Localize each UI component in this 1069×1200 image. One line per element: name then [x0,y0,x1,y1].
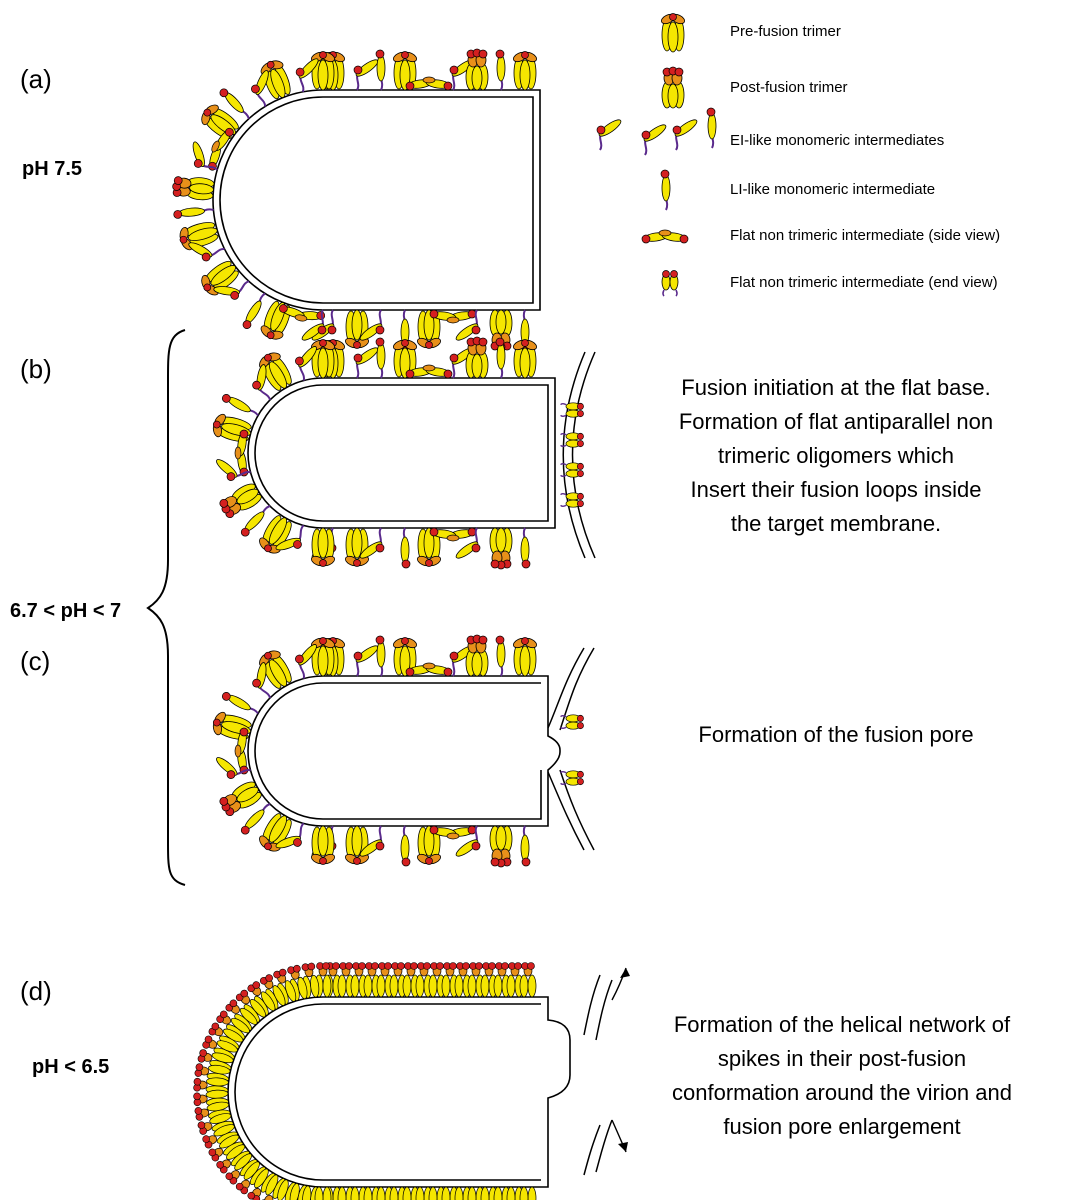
panel-label-a: (a) [20,64,52,94]
spike-ei [354,643,380,676]
description-b: Fusion initiation at the flat base. Form… [679,375,993,536]
post-fusion-trimer-icon [662,67,684,108]
description-d-line-4: fusion pore enlargement [723,1114,960,1139]
spike-li [221,392,260,420]
virion-d [193,962,630,1200]
spike-postsmall [520,963,536,998]
description-b-line-1: Fusion initiation at the flat base. [681,375,990,400]
spike-li [521,528,530,568]
ph-label-a: pH 7.5 [22,158,82,180]
spike-li [401,826,410,866]
spike-pre [209,709,254,744]
description-d-line-3: conformation around the virion and [672,1080,1012,1105]
legend-label-post-fusion: Post-fusion trimer [730,79,848,96]
spike-ei [354,345,380,378]
flat-side-view-icon [642,230,688,243]
ph-range-brace [148,330,185,885]
spike-li [496,636,505,676]
target-membrane-b [563,352,595,558]
spike-pre [310,338,336,378]
spike-ei [354,57,380,90]
spike-post [466,49,488,90]
spike-post [172,175,215,201]
spike-li [401,528,410,568]
legend-label-ei-like: EI-like monomeric intermediates [730,132,944,149]
ph-label-bc: 6.7 < pH < 7 [10,600,121,622]
spike-li [376,338,385,378]
spike-post [490,528,512,569]
spike-li [521,826,530,866]
description-d: Formation of the helical network of spik… [672,1012,1012,1139]
virion-b [209,337,595,569]
li-like-monomer-icon [661,170,670,210]
spike-pre [512,338,538,378]
spike-pre [512,50,538,90]
legend-label-flat-end: Flat non trimeric intermediate (end view… [730,274,998,291]
ei-like-monomer-icon [597,108,716,155]
spike-li [173,206,214,219]
spike-li [496,338,505,378]
spike-li [221,690,260,718]
target-membrane-d [584,975,612,1175]
spike-post [466,635,488,676]
description-c: Formation of the fusion pore [698,722,973,747]
spike-postsmall [315,1187,331,1200]
description-d-line-2: spikes in their post-fusion [718,1046,966,1071]
description-b-line-3: trimeric oligomers which [718,443,954,468]
pre-fusion-trimer-icon [660,12,686,52]
spike-pre [344,528,370,568]
spike-pre [310,50,336,90]
spike-pre [344,826,370,866]
spike-post [490,826,512,867]
virion-a [172,49,540,351]
legend-label-li-like: LI-like monomeric intermediate [730,181,935,198]
virion-c [209,635,594,867]
spike-flat-end-base [561,403,584,417]
description-b-line-5: the target membrane. [731,511,941,536]
flat-end-view-icon [662,271,678,297]
legend: Pre-fusion trimer Post-fusion trimer EI-… [597,12,1000,296]
spike-pre [209,411,254,446]
spike-pre [310,636,336,676]
panel-label-d: (d) [20,976,52,1006]
legend-label-flat-side: Flat non trimeric intermediate (side vie… [730,227,1000,244]
spike-pre [344,310,370,350]
description-b-line-2: Formation of flat antiparallel non [679,409,993,434]
legend-label-pre-fusion: Pre-fusion trimer [730,23,841,40]
description-b-line-4: Insert their fusion loops inside [690,477,981,502]
spike-postsmall [520,1187,536,1200]
spike-post [466,337,488,378]
panel-label-c: (c) [20,646,50,676]
spike-flat-end-base [561,493,584,507]
spike-pre [310,826,336,866]
spike-li [376,636,385,676]
panel-label-b: (b) [20,354,52,384]
spike-li [496,50,505,90]
spike-pre [512,636,538,676]
spike-li [376,50,385,90]
spike-pre [310,528,336,568]
description-d-line-1: Formation of the helical network of [674,1012,1011,1037]
ph-label-d: pH < 6.5 [32,1056,109,1078]
